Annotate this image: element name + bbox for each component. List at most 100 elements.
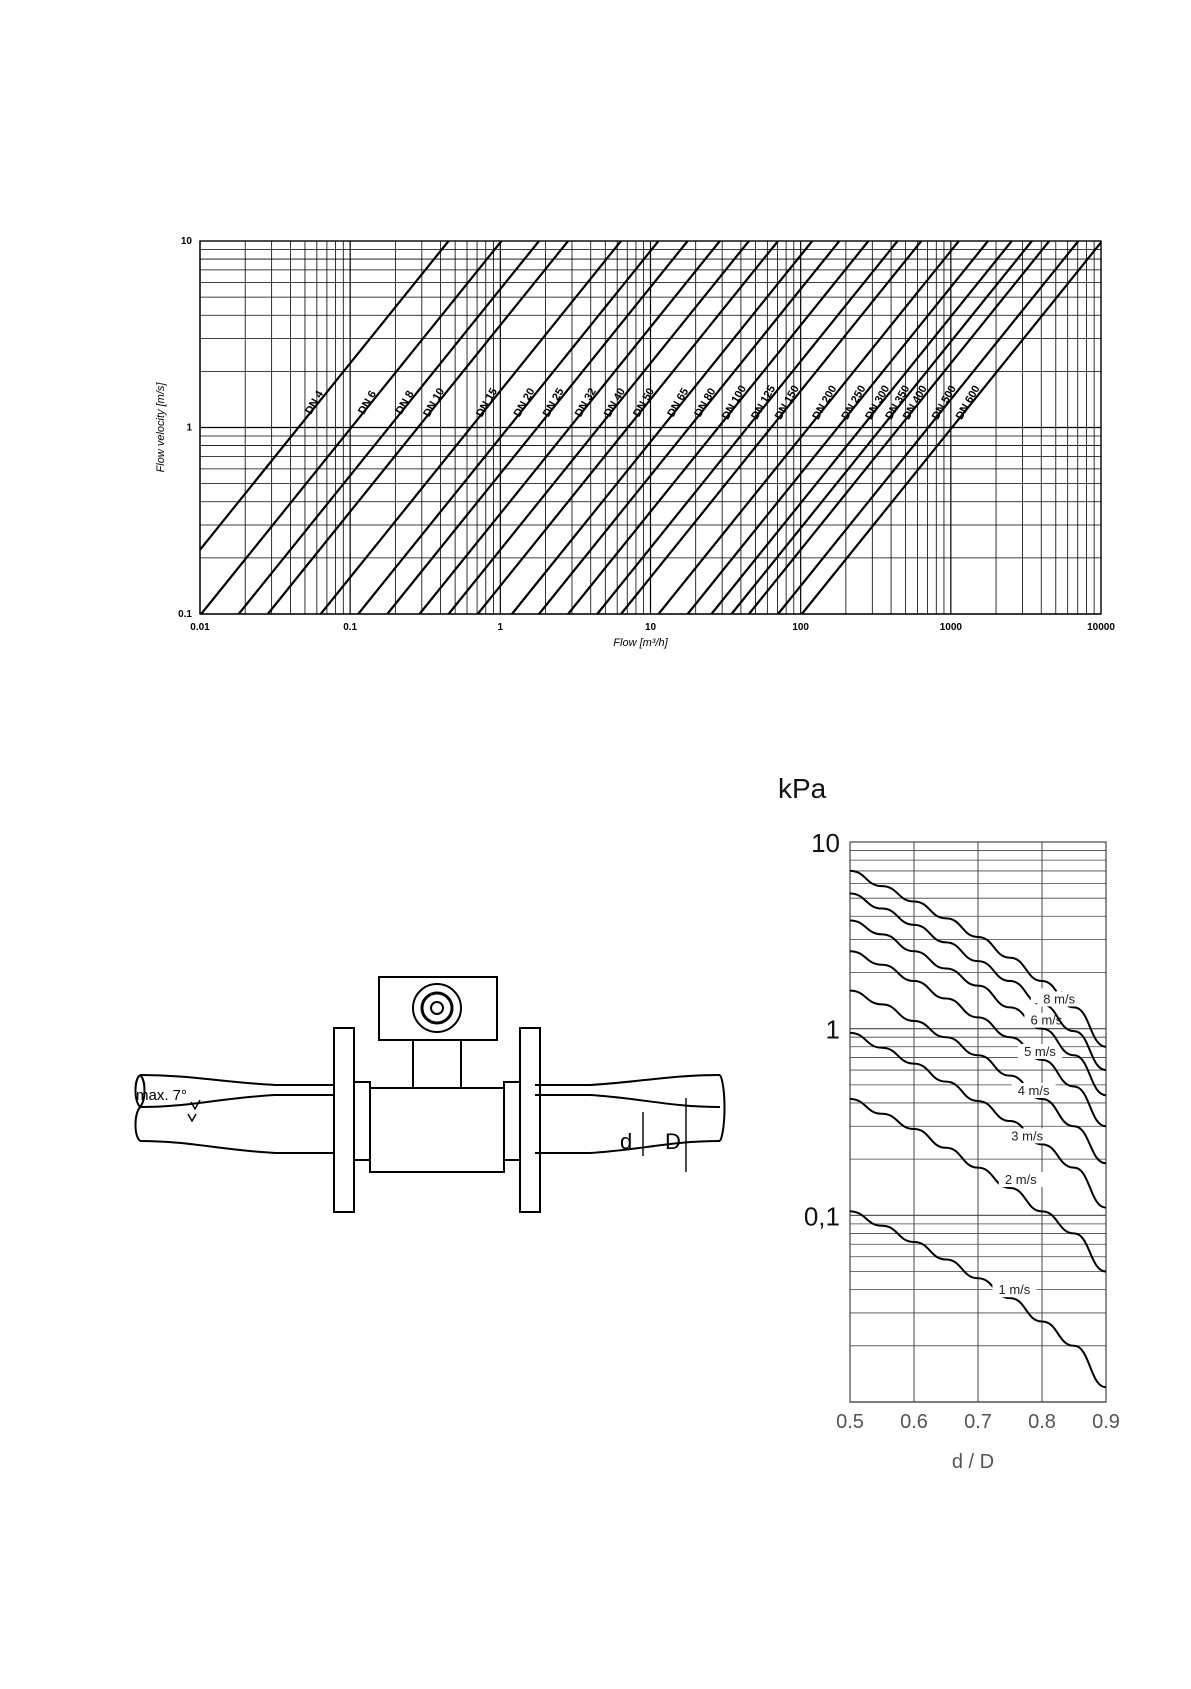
outer-diameter-label: D: [665, 1129, 681, 1154]
series-line: [596, 240, 899, 615]
series-label-bg: [992, 1282, 1037, 1298]
meter-body: [369, 1087, 505, 1173]
x-tick-label: 0.8: [1028, 1411, 1056, 1433]
series-label: DN 40: [602, 386, 628, 419]
transmitter-center-icon: [430, 1001, 444, 1015]
series-curve: [849, 1210, 1107, 1389]
series-label: DN 25: [541, 386, 567, 419]
series-line: [567, 240, 870, 615]
y-axis-label: kPa: [778, 773, 827, 804]
x-tick-label: 100: [792, 622, 809, 633]
series-line: [386, 240, 689, 615]
series-line: [319, 240, 622, 615]
series-line: [266, 240, 569, 615]
series-label: 5 m/s: [1024, 1044, 1056, 1059]
x-tick-label: 0.7: [964, 1411, 992, 1433]
series-label-bg: [1011, 1082, 1056, 1098]
angle-arrows-icon: [187, 1099, 201, 1123]
x-tick-label: 1000: [940, 622, 963, 633]
series-label: DN 65: [665, 386, 691, 419]
series-line: [620, 240, 923, 615]
left-pipe: [139, 1074, 334, 1108]
x-tick-label: 1: [498, 622, 504, 633]
right-pipe-bottom: [535, 1140, 721, 1154]
series-label: DN 15: [474, 386, 500, 419]
pipe-reducer-diagram: max. 7° d D: [134, 976, 726, 1213]
series-label: DN 32: [573, 386, 599, 419]
series-line: [237, 240, 540, 615]
series-label: DN 8: [394, 389, 417, 417]
series-line: [800, 241, 1102, 615]
y-tick-label: 0,1: [804, 1201, 840, 1231]
series-label: 4 m/s: [1018, 1083, 1050, 1098]
series-label: DN 100: [720, 384, 749, 422]
series-line: [538, 240, 841, 615]
series-label-bg: [1005, 1128, 1050, 1144]
series-label: DN 200: [810, 384, 839, 422]
left-pipe-bottom-end: [134, 1106, 141, 1142]
x-tick-label: 0.5: [836, 1411, 864, 1433]
y-tick-label: 10: [811, 828, 840, 858]
series-line: [357, 240, 660, 615]
series-curve: [849, 1097, 1107, 1273]
transmitter-display-icon: [412, 983, 462, 1033]
right-pipe-end: [719, 1074, 726, 1142]
series-curve: [849, 989, 1107, 1165]
right-pipe: [535, 1074, 721, 1108]
series-line: [418, 240, 721, 615]
series-curve: [849, 892, 1107, 1072]
series-line: [710, 240, 1013, 615]
pressure-loss-chart: 1 m/s2 m/s3 m/s4 m/s5 m/s6 m/s7 m/s8 m/s…: [778, 773, 1120, 1473]
series-label: DN 50: [631, 386, 657, 419]
y-tick-label: 10: [181, 236, 193, 247]
x-tick-label: 0.01: [190, 622, 210, 633]
series-label-bg: [998, 1172, 1043, 1188]
series-label: DN 20: [512, 386, 538, 419]
series-line: [199, 240, 450, 551]
series-line: [200, 240, 503, 615]
series-line: [777, 240, 1080, 615]
series-curve: [849, 1031, 1107, 1209]
series-line: [730, 240, 1033, 615]
series-curve: [849, 919, 1107, 1097]
series-line: [476, 240, 779, 615]
y-tick-label: 1: [186, 423, 192, 434]
series-label-bg: [1018, 1043, 1062, 1059]
right-collar: [503, 1081, 521, 1161]
x-tick-label: 10000: [1087, 622, 1115, 633]
left-collar: [353, 1081, 371, 1161]
series-label-bg: [1037, 991, 1082, 1007]
meter-neck: [412, 1039, 462, 1089]
angle-label: max. 7°: [136, 1087, 187, 1104]
x-axis-label: Flow [m³/h]: [613, 637, 668, 649]
series-label: 3 m/s: [1011, 1128, 1043, 1143]
x-tick-label: 10: [645, 622, 657, 633]
x-tick-label: 0.9: [1092, 1411, 1120, 1433]
series-label: DN 10: [421, 386, 447, 419]
plot-frame: [849, 841, 1107, 1403]
series-label: DN 6: [356, 389, 379, 417]
x-tick-label: 0.6: [900, 1411, 928, 1433]
inner-diameter-label: d: [620, 1129, 632, 1154]
x-tick-label: 0.1: [343, 622, 357, 633]
y-axis-label: Flow velocity [m/s]: [155, 382, 167, 473]
series-label: DN 4: [303, 388, 326, 416]
series-line: [511, 240, 814, 615]
right-flange: [519, 1027, 541, 1213]
y-tick-label: 0.1: [178, 609, 192, 620]
y-tick-label: 1: [826, 1015, 840, 1045]
series-label: 1 m/s: [999, 1282, 1031, 1297]
left-flange: [333, 1027, 355, 1213]
left-pipe-bottom: [139, 1140, 334, 1154]
series-label: DN 80: [692, 386, 718, 419]
series-curve: [849, 950, 1107, 1128]
series-line: [657, 240, 960, 615]
transmitter-head: [378, 976, 498, 1041]
x-axis-label: d / D: [952, 1451, 994, 1473]
series-label: 2 m/s: [1005, 1172, 1037, 1187]
series-label: 8 m/s: [1043, 991, 1075, 1006]
series-line: [686, 240, 989, 615]
